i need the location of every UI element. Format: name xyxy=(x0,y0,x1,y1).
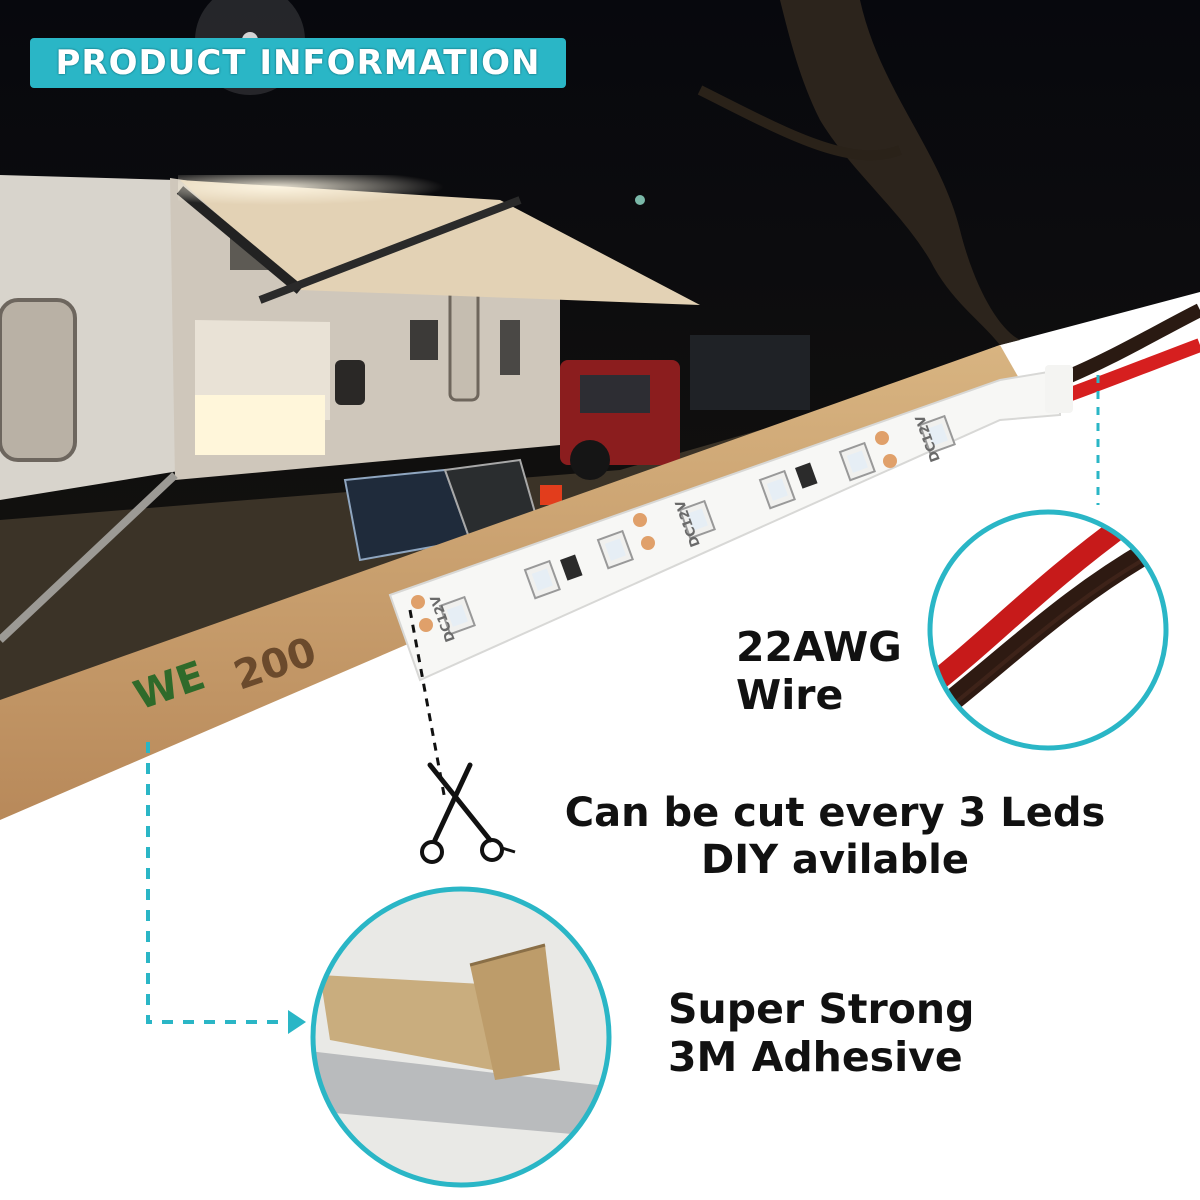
wire-magnifier xyxy=(927,509,1169,751)
wire-type-text: Wire xyxy=(736,671,844,720)
adhesive-type-text: 3M Adhesive xyxy=(668,1033,963,1082)
led-chips xyxy=(438,414,956,636)
wire-gauge-text: 22AWG xyxy=(736,623,902,671)
led-strip: DC12V DC12V DC12V xyxy=(388,368,1061,682)
rv-awning xyxy=(180,180,700,305)
copper-cut-pads xyxy=(411,431,897,632)
section-title-badge: PRODUCT INFORMATION xyxy=(30,38,566,88)
scissors-icon xyxy=(420,762,516,864)
cut-line-guide xyxy=(408,609,447,801)
tree-silhouette xyxy=(780,0,1020,345)
adhesive-spec-label: Super Strong 3M Adhesive xyxy=(668,985,974,1082)
cut-interval-text: Can be cut every 3 Leds xyxy=(564,790,1106,836)
wire-spec-label: 22AWG Wire xyxy=(736,623,902,720)
section-title: PRODUCT INFORMATION xyxy=(55,43,541,83)
pickup-truck xyxy=(560,335,810,480)
lead-wires xyxy=(1045,303,1200,413)
cut-spec-label: Can be cut every 3 Leds DIY avilable xyxy=(555,790,1115,884)
adhesive-callout-guide xyxy=(146,742,292,1024)
adhesive-magnifier xyxy=(310,886,612,1188)
adhesive-strength-text: Super Strong xyxy=(668,985,975,1033)
diy-text: DIY avilable xyxy=(701,837,969,884)
